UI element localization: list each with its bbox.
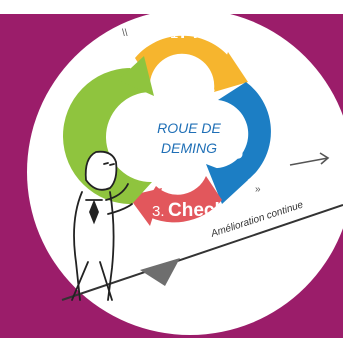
label-check-text: Check [168,200,225,221]
label-act: 4. Act [124,117,145,164]
label-do: 2. Do [227,116,248,159]
label-plan: 1 Plan [170,22,220,43]
motion-mark: \\ [122,28,128,39]
center-line-2: DEMING [161,140,217,156]
segment-check [140,176,222,223]
arrowhead-do [206,164,248,204]
label-check-num: 3. [152,203,165,220]
label-check: 3. Check [152,200,225,221]
arrow-right-icon [289,152,330,166]
slope-line [61,204,343,301]
label-do-num: 2. [228,116,245,129]
label-act-num: 4. [127,151,144,164]
label-plan-text: Plan [180,22,220,43]
center-line-1: ROUE DE [157,120,221,136]
arrowhead-act [118,56,154,96]
segment-plan [135,35,238,90]
label-act-text: Act [124,117,145,148]
label-plan-num: 1 [170,25,178,42]
person-pushing-icon [71,150,133,301]
label-do-text: Do [227,134,248,159]
wedge-icon [140,258,180,286]
motion-mark: » [255,184,261,195]
top-white-strip [0,0,343,14]
segment-do [210,82,271,190]
arrowhead-plan [214,52,248,92]
